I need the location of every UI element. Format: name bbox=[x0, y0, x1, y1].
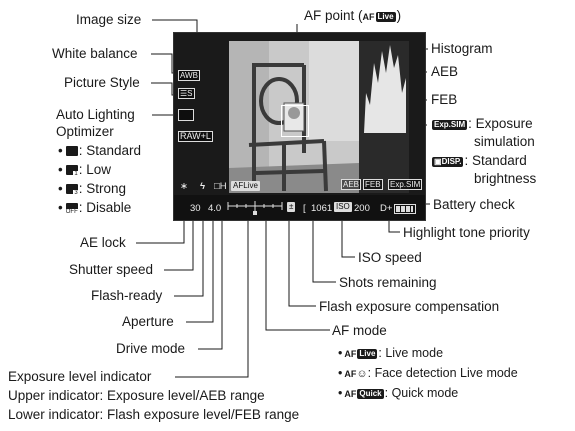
picture-style-indicator: ☰S bbox=[178, 88, 195, 99]
label-ae-lock: AE lock bbox=[80, 235, 126, 250]
af-point-frame bbox=[281, 105, 309, 137]
label-highlight-tone: Highlight tone priority bbox=[403, 225, 530, 240]
drive-mode-icon: □H bbox=[214, 181, 227, 192]
info-strip bbox=[174, 195, 425, 220]
ae-lock-icon: ∗ bbox=[180, 181, 188, 192]
label-flash-ready: Flash-ready bbox=[91, 288, 163, 303]
line-exposure-level bbox=[175, 212, 249, 378]
label-alo-line1: Auto Lighting bbox=[56, 107, 135, 122]
image-size-indicator: RAW+L bbox=[178, 131, 213, 142]
battery-icon bbox=[394, 204, 416, 214]
line-shutter bbox=[164, 212, 194, 271]
label-alo-line2: Optimizer bbox=[56, 124, 114, 139]
label-standard-brightness: ▣DISP.: Standard bbox=[432, 153, 527, 168]
alo-strong-icon: 3 bbox=[65, 184, 79, 196]
alo-disable-icon: OFF bbox=[64, 203, 79, 215]
label-exposure-level-indicator: Exposure level indicator bbox=[8, 369, 152, 384]
white-balance-indicator: AWB bbox=[178, 70, 200, 81]
alo-strong-item: 3: Strong bbox=[58, 181, 126, 197]
aperture-value: 4.0 bbox=[208, 203, 222, 214]
aeb-indicator: AEB bbox=[341, 179, 362, 190]
line-fec bbox=[288, 212, 316, 307]
alo-low-item: 1: Low bbox=[58, 162, 111, 178]
camera-disp-icon: ▣DISP. bbox=[432, 157, 464, 167]
line-af-mode bbox=[265, 192, 330, 331]
flash-exp-comp-icon: ± bbox=[287, 202, 296, 212]
alo-indicator-icon bbox=[178, 109, 194, 121]
line-flash-ready bbox=[174, 195, 204, 297]
label-flash-exp-comp: Flash exposure compensation bbox=[319, 299, 500, 314]
alo-low-icon: 1 bbox=[65, 165, 79, 177]
line-shots bbox=[312, 212, 336, 283]
shutter-speed-value: 30 bbox=[190, 203, 201, 214]
af-mode-live-item: AFLive: Live mode bbox=[338, 345, 443, 362]
label-histogram: Histogram bbox=[431, 41, 493, 56]
live-view-screen: AWB ☰S RAW+L AEB FEB Exp.SIM ∗ ϟ □H AFLi… bbox=[173, 32, 426, 221]
exposure-level-scale bbox=[227, 201, 283, 215]
label-shutter-speed: Shutter speed bbox=[69, 262, 154, 277]
feb-indicator: FEB bbox=[363, 179, 383, 190]
label-aeb: AEB bbox=[431, 64, 459, 79]
label-shots-remaining: Shots remaining bbox=[339, 275, 437, 290]
line-iso bbox=[341, 212, 355, 258]
af-mode-face-item: AF☺: Face detection Live mode bbox=[338, 365, 518, 382]
label-standard-brightness-line2: brightness bbox=[474, 171, 537, 186]
iso-value: 200 bbox=[354, 203, 370, 214]
line-drive bbox=[198, 192, 223, 350]
label-feb: FEB bbox=[431, 92, 458, 107]
label-upper-indicator: Upper indicator: Exposure level/AEB rang… bbox=[8, 388, 265, 403]
af-mode-indicator: AFLive bbox=[231, 181, 260, 191]
label-iso-speed: ISO speed bbox=[358, 250, 422, 265]
live-view-photo bbox=[174, 33, 425, 220]
label-image-size: Image size bbox=[76, 12, 142, 27]
line-aperture bbox=[186, 212, 214, 323]
label-af-mode: AF mode bbox=[332, 323, 387, 338]
label-battery-check: Battery check bbox=[433, 197, 515, 212]
exp-sim-icon: Exp.SIM bbox=[432, 120, 468, 130]
face-icon: ☺ bbox=[356, 368, 368, 380]
label-picture-style: Picture Style bbox=[64, 75, 140, 90]
exp-sim-indicator: Exp.SIM bbox=[388, 179, 423, 190]
highlight-tone-indicator: D+ bbox=[380, 203, 393, 214]
shots-bracket-icon: [ bbox=[303, 203, 306, 214]
label-white-balance: White balance bbox=[52, 46, 138, 61]
iso-icon: ISO bbox=[334, 202, 352, 212]
flash-ready-icon: ϟ bbox=[200, 181, 206, 192]
label-lower-indicator: Lower indicator: Flash exposure level/FE… bbox=[8, 407, 300, 422]
label-aperture: Aperture bbox=[122, 314, 174, 329]
label-exposure-sim-line2: simulation bbox=[474, 134, 535, 149]
label-exposure-sim: Exp.SIM: Exposure bbox=[432, 116, 533, 131]
alo-disable-item: OFF: Disable bbox=[58, 200, 131, 216]
label-drive-mode: Drive mode bbox=[116, 341, 186, 356]
shots-remaining-value: 1061 bbox=[311, 203, 333, 214]
alo-standard-icon bbox=[65, 146, 78, 156]
alo-standard-item: : Standard bbox=[58, 143, 141, 159]
